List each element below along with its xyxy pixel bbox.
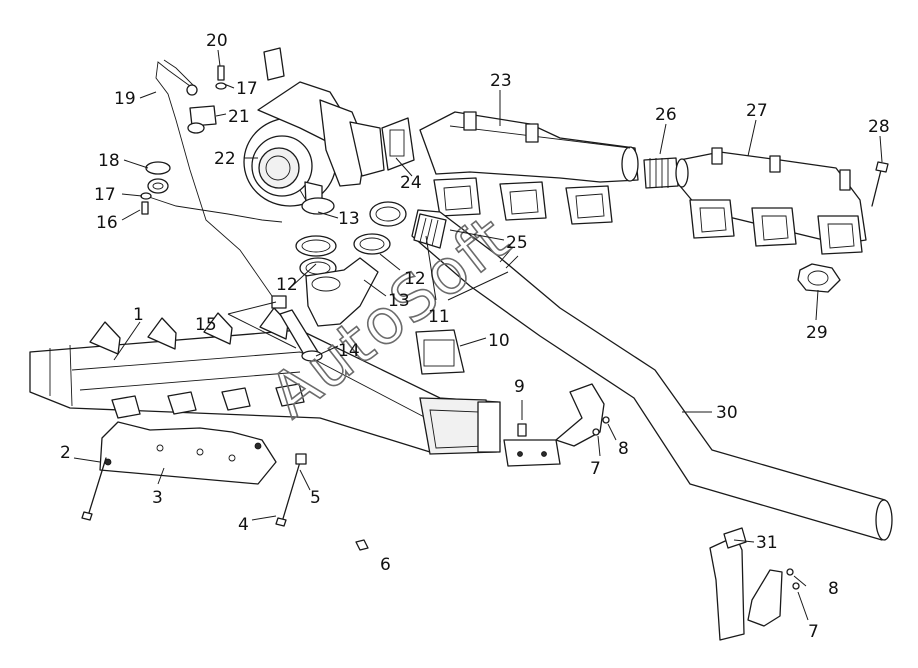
callout-20: 20 [206, 31, 228, 51]
callout-6: 6 [380, 555, 391, 575]
exhaust-pipe-30 [411, 209, 893, 541]
callout-17b: 17 [94, 185, 116, 205]
gasket-plate-10 [415, 329, 465, 375]
turbo-flange-gasket [381, 117, 415, 171]
exhaust-manifold-front [29, 307, 501, 455]
callout-26: 26 [655, 105, 677, 125]
callout-13a: 13 [338, 209, 360, 229]
callout-16: 16 [96, 213, 118, 233]
callout-10: 10 [488, 331, 510, 351]
callout-12b: 12 [404, 269, 426, 289]
callout-22: 22 [214, 149, 236, 169]
callout-23: 23 [490, 71, 512, 91]
leader-lines [73, 49, 883, 621]
callout-12a: 12 [276, 275, 298, 295]
exhaust-manifold-rear-23 [419, 111, 639, 225]
oil-line-19 [145, 59, 283, 297]
callout-7b: 7 [808, 622, 819, 642]
elbow-pipe-13 [305, 257, 379, 327]
callout-4: 4 [238, 515, 249, 535]
callout-labels: 1 2 3 4 5 6 7 7 8 8 9 10 11 12 12 13 13 … [60, 31, 890, 642]
callout-28: 28 [868, 117, 890, 137]
gasket-29 [797, 263, 841, 293]
bolt-28 [871, 161, 889, 207]
callout-9: 9 [514, 377, 525, 397]
callout-13b: 13 [388, 291, 410, 311]
exhaust-manifold-27 [675, 147, 867, 255]
callout-8a: 8 [618, 439, 629, 459]
callout-3: 3 [152, 488, 163, 508]
callout-21: 21 [228, 107, 250, 127]
callout-18: 18 [98, 151, 120, 171]
callout-31: 31 [756, 533, 778, 553]
callout-8b: 8 [828, 579, 839, 599]
pipe-15 [271, 295, 323, 362]
small-fittings [140, 65, 227, 215]
callout-25: 25 [506, 233, 528, 253]
bolts-lower [81, 453, 369, 551]
callout-17a: 17 [236, 79, 258, 99]
callout-7a: 7 [590, 459, 601, 479]
callout-19: 19 [114, 89, 136, 109]
callout-27: 27 [746, 101, 768, 121]
pipe-brackets [503, 383, 800, 641]
callout-5: 5 [310, 488, 321, 508]
callout-29: 29 [806, 323, 828, 343]
manifold-gasket-plate [99, 421, 277, 485]
callout-1: 1 [133, 305, 144, 325]
bellows-26 [643, 157, 679, 189]
turbocharger [243, 47, 385, 215]
callout-14: 14 [338, 341, 360, 361]
callout-11: 11 [428, 307, 450, 327]
bellows-25 [413, 213, 447, 249]
callout-15: 15 [195, 315, 217, 335]
callout-24: 24 [400, 173, 422, 193]
callout-30: 30 [716, 403, 738, 423]
callout-2: 2 [60, 443, 71, 463]
clamp-rings [295, 197, 407, 279]
